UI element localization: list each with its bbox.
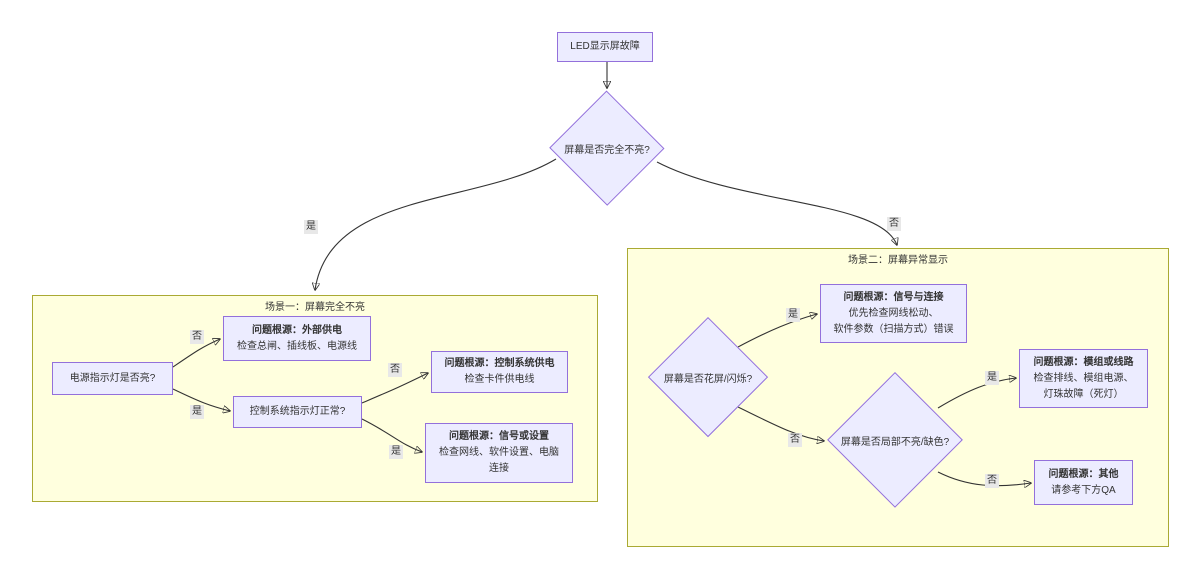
edge-label-s2-yes1: 是 [786, 308, 800, 322]
decision-flicker-label: 屏幕是否花屏/闪烁? [663, 373, 753, 385]
decision-partial-dark: 屏幕是否局部不亮/缺色? [827, 372, 963, 508]
q-power-indicator-label: 电源指示灯是否亮? [69, 372, 156, 384]
scenario2-title: 场景二：屏幕异常显示 [848, 255, 948, 266]
edge-label-s1-yes2: 是 [389, 445, 403, 459]
edge-label-s1-no1: 否 [190, 330, 204, 344]
edge-qflicker-no-qpartial [737, 406, 824, 441]
cause-control-power-title: 问题根源：控制系统供电 [444, 358, 555, 369]
edge-label-s1-no2: 否 [388, 363, 402, 377]
edge-qpower-no-external [172, 339, 220, 368]
cause-external-power-node: 问题根源：外部供电 检查总闸、插线板、电源线 [223, 316, 371, 361]
root-node: LED显示屏故障 [557, 32, 653, 62]
edge-qpower-yes-qctrl [172, 388, 230, 411]
decision-flicker: 屏幕是否花屏/闪烁? [648, 317, 768, 437]
edge-label-s1-yes1: 是 [190, 405, 204, 419]
edge-qctrl-yes-signal [361, 418, 422, 452]
cause-signal-settings-title: 问题根源：信号或设置 [449, 431, 549, 442]
cause-connection-desc: 优先检查网线松动、 软件参数（扫描方式）错误 [833, 307, 954, 335]
q-power-indicator-node: 电源指示灯是否亮? [52, 362, 173, 395]
cause-module-desc: 检查排线、模组电源、 灯珠故障（死灯） [1033, 372, 1134, 400]
edge-label-s2-no1: 否 [788, 433, 802, 447]
cause-external-power-title: 问题根源：外部供电 [252, 324, 342, 336]
edge-qpartial-no-other [937, 471, 1031, 486]
cause-connection-node: 问题根源：信号与连接 优先检查网线松动、 软件参数（扫描方式）错误 [820, 284, 967, 343]
edge-decision-yes-scenario1 [315, 158, 557, 290]
cause-signal-settings-desc: 检查网线、软件设置、电脑 连接 [439, 447, 559, 474]
q-control-indicator-label: 控制系统指示灯正常? [249, 406, 346, 417]
cause-other-title: 问题根源：其他 [1048, 468, 1119, 480]
decision-partial-dark-label: 屏幕是否局部不亮/缺色? [840, 436, 950, 448]
cause-module-title: 问题根源：模组或线路 [1033, 356, 1134, 368]
cause-module-node: 问题根源：模组或线路 检查排线、模组电源、 灯珠故障（死灯） [1019, 349, 1148, 408]
cause-control-power-desc: 检查卡件供电线 [464, 374, 535, 385]
decision-label: 屏幕是否完全不亮? [564, 144, 650, 156]
q-control-indicator-node: 控制系统指示灯正常? [233, 396, 362, 428]
edge-label-s2-no2: 否 [985, 474, 999, 488]
scenario1-title: 场景一：屏幕完全不亮 [265, 302, 365, 313]
edge-qflicker-yes-connection [737, 314, 817, 348]
cause-other-desc: 请参考下方QA [1051, 484, 1116, 496]
root-node-label: LED显示屏故障 [570, 41, 640, 52]
edge-label-main-no: 否 [887, 217, 901, 231]
cause-other-node: 问题根源：其他 请参考下方QA [1034, 460, 1133, 505]
cause-signal-settings-node: 问题根源：信号或设置 检查网线、软件设置、电脑 连接 [425, 423, 573, 483]
cause-external-power-desc: 检查总闸、插线板、电源线 [237, 340, 357, 352]
edge-label-main-yes: 是 [304, 220, 318, 234]
cause-connection-title: 问题根源：信号与连接 [843, 291, 944, 303]
edge-label-s2-yes2: 是 [985, 371, 999, 385]
cause-control-power-node: 问题根源：控制系统供电 检查卡件供电线 [431, 351, 568, 393]
edge-qctrl-no-ctrlpower [361, 373, 428, 404]
decision-screen-completely-dark: 屏幕是否完全不亮? [549, 90, 665, 206]
edge-qpartial-yes-module [937, 378, 1016, 409]
edge-decision-no-scenario2 [656, 161, 897, 245]
